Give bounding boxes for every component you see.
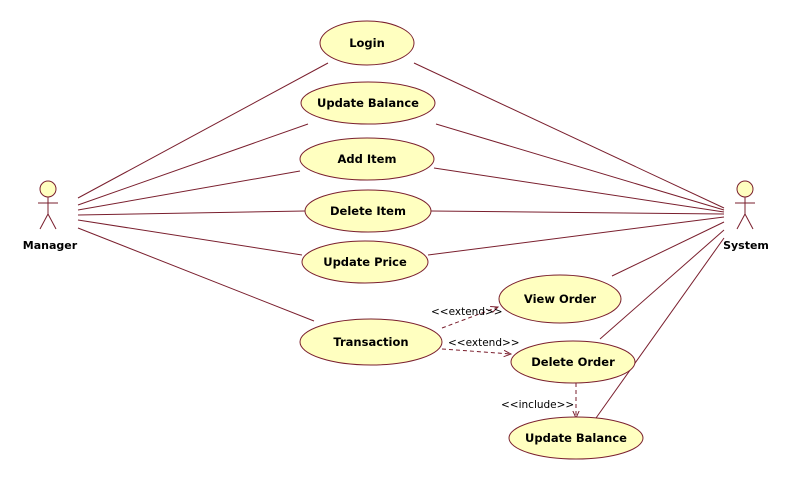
usecase-ellipse — [300, 81, 436, 125]
actor-head-icon — [39, 180, 57, 198]
actor-manager[interactable]: Manager — [23, 180, 78, 252]
usecase-label: Transaction — [333, 335, 408, 349]
usecase-label: Login — [349, 36, 385, 50]
usecase-view-order[interactable]: View Order — [498, 274, 622, 324]
assoc-system-update-price — [427, 216, 725, 256]
usecase-ellipse — [319, 20, 415, 66]
assoc-manager-update-price — [77, 219, 303, 256]
actor-label-system: System — [723, 239, 769, 252]
usecase-ellipse — [299, 137, 435, 181]
stereotype-extend-view: <<extend>> — [431, 306, 503, 318]
usecase-ellipse — [508, 416, 644, 460]
assoc-system-view-order — [611, 221, 725, 277]
assoc-manager-transaction — [77, 227, 315, 322]
actor-leg-icon — [744, 213, 754, 230]
usecase-label: Update Balance — [525, 431, 627, 445]
actor-leg-icon — [39, 213, 49, 230]
usecase-add-item[interactable]: Add Item — [299, 137, 435, 181]
assoc-manager-login — [77, 62, 329, 199]
assoc-system-add-item — [433, 167, 725, 213]
dependencies — [441, 307, 576, 418]
usecase-update-balance-bottom[interactable]: Update Balance — [508, 416, 644, 460]
actor-system[interactable]: System — [723, 180, 769, 252]
usecase-label: Delete Order — [531, 355, 615, 369]
usecase-label: Update Price — [323, 255, 407, 269]
usecase-ellipse — [498, 274, 622, 324]
system-associations — [413, 62, 725, 419]
actor-leg-icon — [736, 213, 746, 230]
usecase-label: Delete Item — [330, 204, 406, 218]
assoc-manager-delete-item — [77, 210, 306, 216]
manager-associations — [77, 62, 329, 322]
extend-arrow-view-order — [441, 307, 498, 329]
usecase-label: View Order — [524, 292, 597, 306]
actor-leg-icon — [47, 213, 57, 230]
usecase-label: Update Balance — [317, 96, 419, 110]
usecase-delete-order[interactable]: Delete Order — [510, 340, 636, 384]
usecase-label: Add Item — [338, 152, 397, 166]
assoc-manager-add-item — [77, 170, 301, 211]
extend-arrow-delete-order — [441, 348, 511, 354]
stereotype-include: <<include>> — [501, 399, 574, 411]
usecase-delete-item[interactable]: Delete Item — [304, 189, 432, 233]
usecase-ellipse — [301, 240, 429, 284]
usecase-ellipse — [299, 318, 443, 366]
assoc-system-update-balance — [435, 123, 725, 211]
usecase-login[interactable]: Login — [319, 20, 415, 66]
actor-label-manager: Manager — [23, 239, 78, 252]
usecase-ellipse — [304, 189, 432, 233]
assoc-system-update-balance-bottom — [595, 237, 725, 419]
usecase-update-balance-top[interactable]: Update Balance — [300, 81, 436, 125]
assoc-system-delete-item — [430, 210, 725, 215]
actor-head-icon — [736, 180, 754, 198]
usecase-ellipse — [510, 340, 636, 384]
assoc-system-login — [413, 62, 725, 209]
usecase-transaction[interactable]: Transaction — [299, 318, 443, 366]
assoc-manager-update-balance — [77, 123, 309, 206]
stereotype-extend-delete: <<extend>> — [448, 337, 520, 349]
usecase-update-price[interactable]: Update Price — [301, 240, 429, 284]
assoc-system-delete-order — [599, 229, 725, 340]
